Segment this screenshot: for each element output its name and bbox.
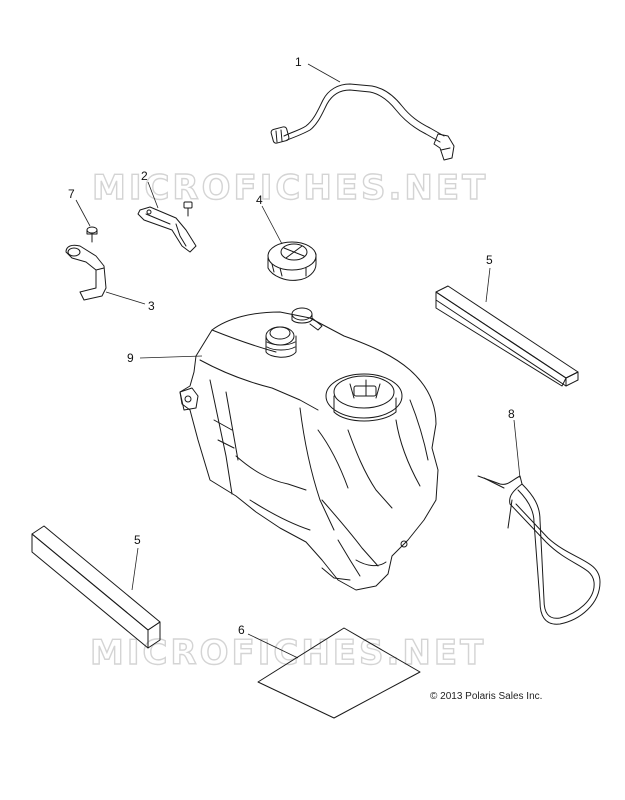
leader-5b <box>131 547 139 591</box>
callout-7: 7 <box>68 187 75 201</box>
watermark-top: MICROFICHES.NET <box>92 168 488 208</box>
copyright-notice: © 2013 Polaris Sales Inc. <box>430 691 543 702</box>
leader-2 <box>147 181 159 209</box>
part-bolt-7 <box>86 226 98 243</box>
leader-9 <box>139 355 203 359</box>
leader-5a <box>485 267 491 303</box>
watermark-bottom: MICROFICHES.NET <box>90 633 486 673</box>
callout-5b: 5 <box>134 533 141 547</box>
callout-2: 2 <box>141 169 148 183</box>
leader-8 <box>513 419 521 479</box>
leader-7 <box>75 199 91 227</box>
part-fuel-cap <box>267 241 317 281</box>
leader-3 <box>105 291 146 305</box>
callout-9: 9 <box>127 351 134 365</box>
callout-1: 1 <box>295 55 302 69</box>
callout-6: 6 <box>238 623 245 637</box>
leader-6 <box>247 633 299 659</box>
part-bolt-small <box>183 201 193 217</box>
callout-4: 4 <box>256 193 263 207</box>
part-label-6 <box>257 627 421 719</box>
part-strap-8 <box>477 475 601 625</box>
part-foam-pad-left <box>31 525 161 649</box>
leader-1 <box>307 63 341 83</box>
callout-3: 3 <box>148 299 155 313</box>
part-foam-pad-right <box>435 285 579 387</box>
part-vent-hose <box>270 83 455 161</box>
part-fuel-tank <box>179 307 439 591</box>
callout-8: 8 <box>508 407 515 421</box>
callout-5a: 5 <box>486 253 493 267</box>
part-bracket-upper <box>137 206 197 253</box>
leader-4 <box>261 205 283 245</box>
part-bracket-lower <box>65 244 107 301</box>
